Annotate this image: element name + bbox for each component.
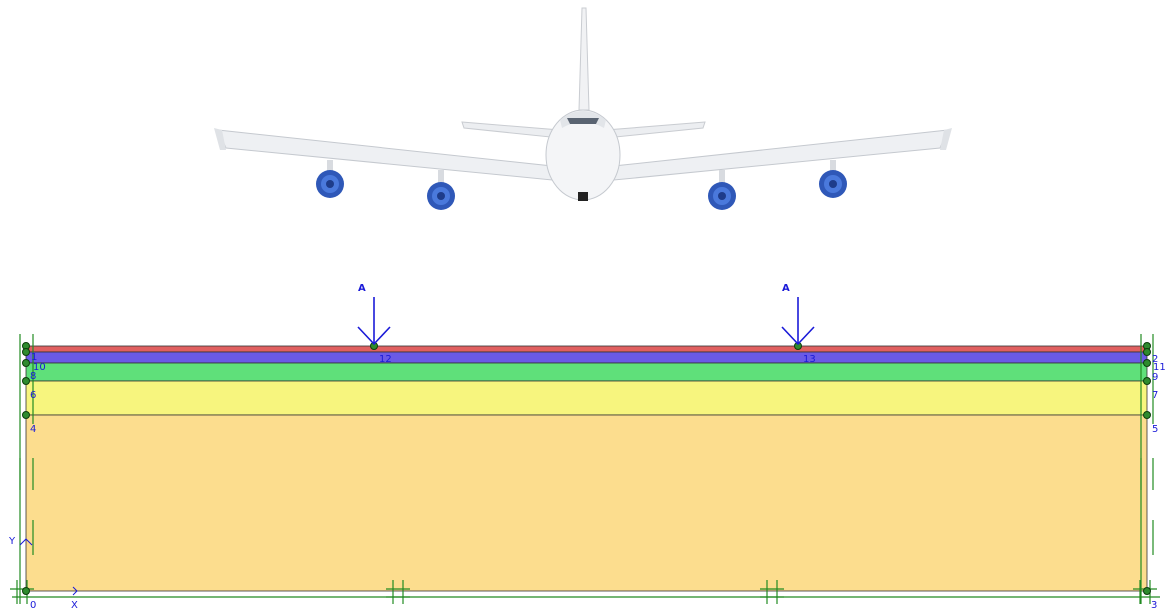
node-label: 12: [379, 354, 392, 365]
node-0[interactable]: [22, 587, 30, 595]
node-label: 7: [1152, 390, 1158, 401]
load-label: A: [782, 283, 790, 294]
layer-surface[interactable]: [25, 345, 1148, 353]
layer-subbase[interactable]: [25, 362, 1148, 382]
boundary-conditions: [10, 334, 1160, 604]
node-label: 8: [30, 371, 36, 382]
layer-soil[interactable]: [25, 414, 1148, 592]
node-10[interactable]: [22, 348, 30, 356]
node-7[interactable]: [1143, 377, 1151, 385]
node-8[interactable]: [22, 359, 30, 367]
load-label: A: [358, 283, 366, 294]
layer-base[interactable]: [25, 351, 1148, 364]
node-label: 10: [33, 362, 46, 373]
node-label: 1: [31, 352, 37, 363]
node-label: 6: [30, 390, 36, 401]
layer-subgrade[interactable]: [25, 380, 1148, 416]
engine-icon: [819, 170, 847, 198]
point-load-a-2[interactable]: [781, 297, 815, 346]
node-3[interactable]: [1143, 587, 1151, 595]
node-label: 9: [1152, 372, 1158, 383]
node-label: 13: [803, 354, 816, 365]
node-9[interactable]: [1143, 359, 1151, 367]
engine-icon: [708, 182, 736, 210]
node-6[interactable]: [22, 377, 30, 385]
node-labels: 1 10 8 6 4 0 2 11 9 7 5 3 12 13: [30, 352, 1166, 611]
node-label: 5: [1152, 424, 1158, 435]
y-axis-label: Y: [8, 536, 16, 547]
axis-indicator: Y X: [8, 536, 78, 611]
node-label: 4: [30, 424, 36, 435]
soil-profile[interactable]: [25, 345, 1148, 592]
engine-icon: [316, 170, 344, 198]
node-11[interactable]: [1143, 348, 1151, 356]
engine-icon: [427, 182, 455, 210]
airplane-front-view-icon: [214, 7, 952, 210]
node-label: 0: [30, 600, 36, 611]
fixity-mark: [760, 580, 784, 604]
fixity-mark: [386, 580, 410, 604]
node-5[interactable]: [1143, 411, 1151, 419]
node-4[interactable]: [22, 411, 30, 419]
node-label: 11: [1153, 362, 1166, 373]
x-axis-label: X: [71, 600, 78, 611]
node-label: 3: [1151, 600, 1157, 611]
point-load-a-1[interactable]: [357, 297, 391, 346]
node-label: 2: [1152, 354, 1158, 365]
